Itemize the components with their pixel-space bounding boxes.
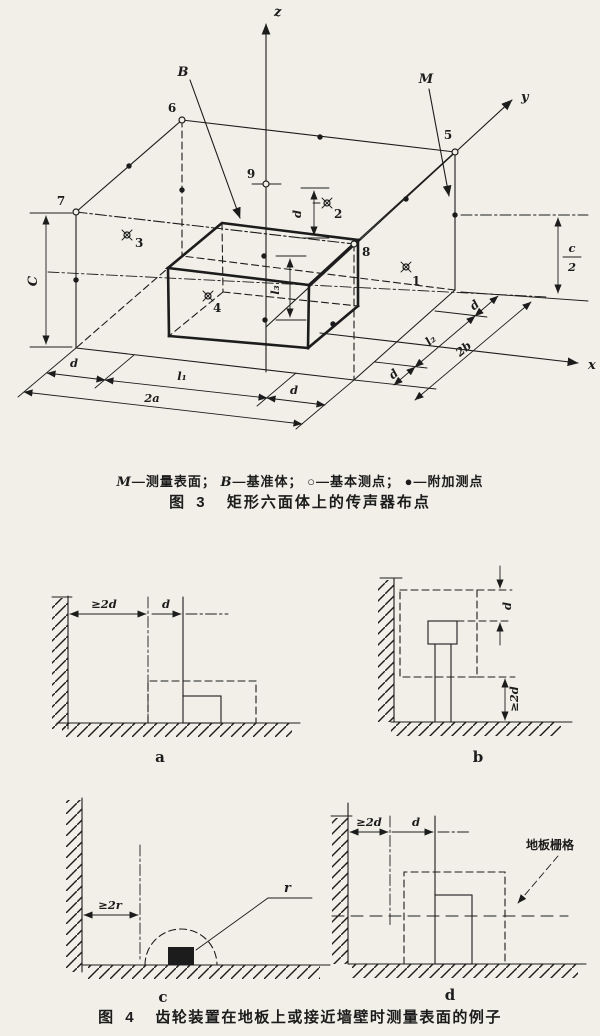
subfigure-a-label: a xyxy=(155,748,165,766)
dim-c-numerator: c xyxy=(568,241,575,255)
measurement-surface-dashed xyxy=(147,680,257,724)
subfigure-b: d ≥2d b xyxy=(378,565,573,766)
x-axis-label: x xyxy=(587,358,596,373)
wall-hatch xyxy=(332,818,348,964)
dim-C-label: C xyxy=(26,275,41,286)
dim-d-label: d xyxy=(412,815,420,829)
dim-ge2d-label: ≥2d xyxy=(91,597,117,611)
legend-extra-desc: —附加测点 xyxy=(413,474,484,489)
figure4-examples-diagram: ≥2d d a d ≥2d b ≥2r r xyxy=(51,565,587,1006)
dim-d-top-label: d xyxy=(290,210,304,218)
point-4-label: 4 xyxy=(213,301,221,315)
subfigure-c: ≥2r r c xyxy=(66,797,331,1006)
figure3-legend: M—测量表面； B—基准体； ○—基本测点； ●—附加测点 xyxy=(0,471,600,490)
floor-hatch xyxy=(352,964,578,978)
point-6-label: 6 xyxy=(168,101,176,115)
measurement-points: 5 6 7 8 9 1 2 3 4 xyxy=(57,101,459,327)
axes: z y x xyxy=(261,5,596,373)
dim-d-label: d xyxy=(162,597,170,611)
dim-ge2d-label: ≥2d xyxy=(356,815,382,829)
gear-unit-box xyxy=(427,620,458,645)
dim-l3-label: l₃ xyxy=(268,285,282,294)
subfigure-d-label: d xyxy=(445,986,456,1004)
wall-hatch xyxy=(52,598,68,729)
radius-leader xyxy=(195,897,313,951)
dim-d-b-near-label: d xyxy=(386,366,401,382)
gear-unit-box xyxy=(434,894,473,965)
dim-l2-label: l₂ xyxy=(422,332,438,349)
legend-m-symbol: M xyxy=(116,475,132,490)
measurement-surface-dashed xyxy=(403,871,506,965)
front-floor-dimensions: d l₁ d 2a xyxy=(17,347,355,430)
figure3-caption: 图 3 矩形六面体上的传声器布点 xyxy=(0,491,600,512)
height-dimension-C: C xyxy=(26,212,73,348)
figure3-title: 矩形六面体上的传声器布点 xyxy=(226,494,431,511)
basic-point-7-marker xyxy=(72,208,80,216)
gear-unit-box xyxy=(168,947,194,965)
basic-point-9-marker xyxy=(262,180,270,188)
subfigure-b-label: b xyxy=(473,748,484,766)
dim-c-denominator: 2 xyxy=(567,260,576,274)
reference-body-box xyxy=(164,221,361,350)
point-5-label: 5 xyxy=(444,128,452,142)
measurement-surface-label: M xyxy=(418,72,434,87)
subfigure-d: ≥2d d 地板栅格 d xyxy=(330,802,587,1004)
figure4-number: 图 4 xyxy=(98,1009,138,1026)
legend-basic-desc: —基本测点； xyxy=(316,474,401,489)
point-8-label: 8 xyxy=(362,245,370,259)
gear-unit-box xyxy=(182,695,222,724)
additional-point-dots xyxy=(73,134,458,327)
legend-b-symbol: B xyxy=(220,475,233,490)
dim-l1-label: l₁ xyxy=(177,369,186,383)
point-2-label: 2 xyxy=(334,207,342,221)
basic-point-8-marker xyxy=(350,240,358,248)
dim-ge2r-label: ≥2r xyxy=(98,898,123,912)
dim-r-label: r xyxy=(284,881,292,896)
dim-2a-label: 2a xyxy=(143,391,159,405)
point-7-label: 7 xyxy=(57,194,65,208)
legend-extra-point-icon: ● xyxy=(404,474,414,489)
leader-lines: B M xyxy=(177,65,452,219)
reference-body-label: B xyxy=(177,65,189,80)
legend-basic-point-icon: ○ xyxy=(307,474,316,489)
figure4-title: 齿轮装置在地板上或接近墙壁时测量表面的例子 xyxy=(155,1009,502,1026)
vertical-dimensions: d l₃ xyxy=(251,183,330,321)
dim-d-b-far-label: d xyxy=(467,297,482,313)
floor-hatch xyxy=(88,965,320,979)
slashed-point-markers xyxy=(121,197,412,302)
y-axis-label: y xyxy=(520,90,530,105)
dim-ge2d-label: ≥2d xyxy=(507,686,521,712)
legend-m-desc: —测量表面； xyxy=(131,474,216,489)
legend-b-desc: —基准体； xyxy=(232,474,303,489)
measurement-surface-dashed xyxy=(399,589,478,678)
basic-point-5-marker xyxy=(451,148,459,156)
floor-hatch xyxy=(62,723,292,737)
subfigure-a: ≥2d d a xyxy=(51,595,301,766)
dim-d-front-left-label: d xyxy=(70,356,78,370)
measurement-surface-box xyxy=(47,119,549,381)
hemisphere-dashed xyxy=(144,928,218,966)
subfigure-c-label: c xyxy=(158,988,167,1006)
dim-d-front-right-label: d xyxy=(290,383,298,397)
basic-point-6-marker xyxy=(178,116,186,124)
floor-grating-label: 地板栅格 xyxy=(526,837,575,852)
dim-d-label: d xyxy=(500,602,514,610)
half-height-dimension: c 2 xyxy=(460,214,589,302)
figure4-caption: 图 4 齿轮装置在地板上或接近墙壁时测量表面的例子 xyxy=(0,1006,600,1027)
point-3-label: 3 xyxy=(135,236,143,250)
z-axis-label: z xyxy=(273,5,282,20)
dim-2b-label: 2b xyxy=(452,338,474,360)
grating-leader xyxy=(517,855,559,904)
right-floor-dimensions: d l₂ d 2b xyxy=(353,295,532,401)
point-9-label: 9 xyxy=(247,167,255,181)
wall-hatch xyxy=(378,580,394,722)
wall-hatch xyxy=(66,800,82,972)
figure3-number: 图 3 xyxy=(169,494,209,511)
floor-hatch xyxy=(391,722,561,736)
figure3-hexahedron-diagram: z y x B M xyxy=(17,5,596,430)
point-1-label: 1 xyxy=(412,274,420,288)
